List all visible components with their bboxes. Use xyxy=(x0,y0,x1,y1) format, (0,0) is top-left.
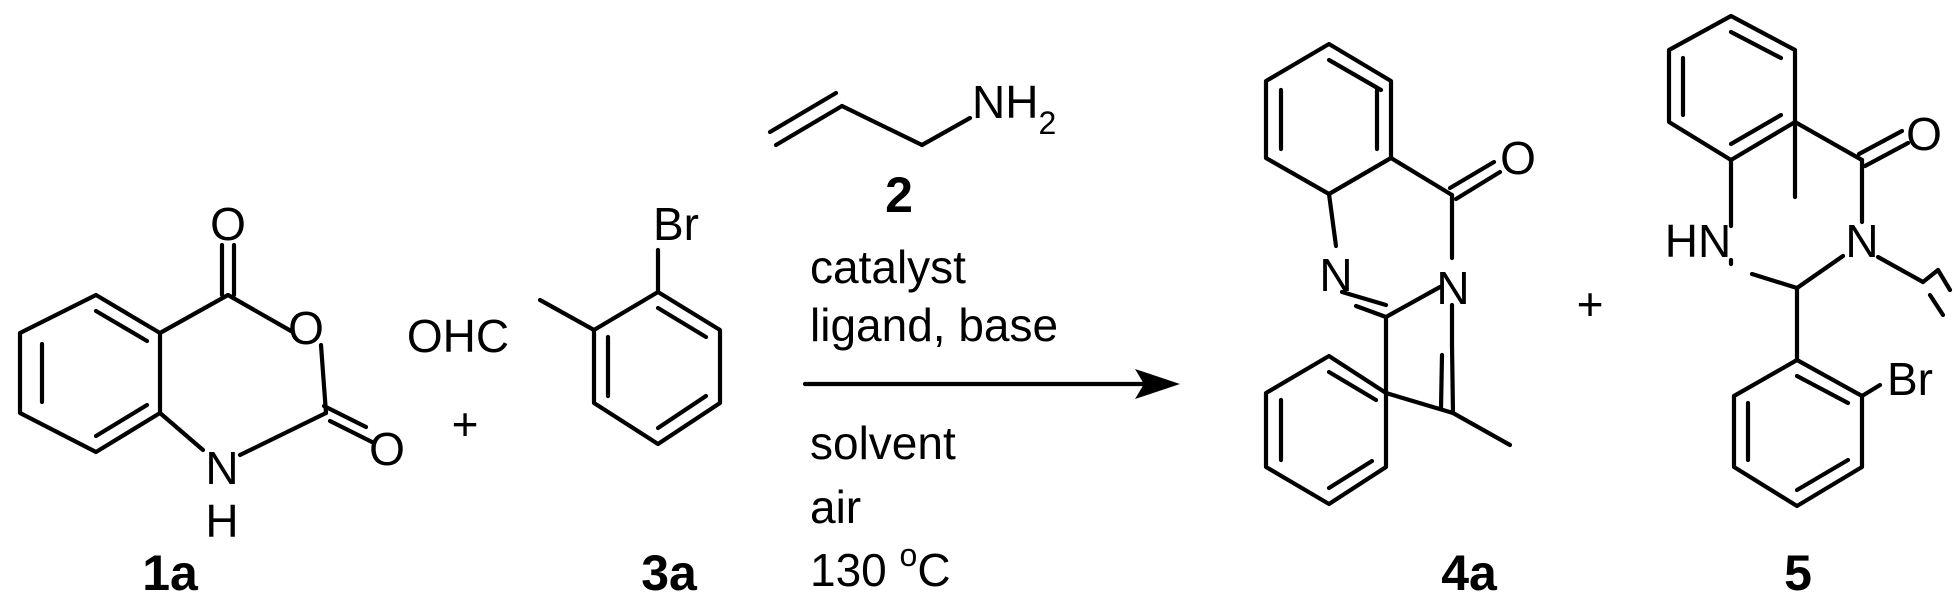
amine-group: HN xyxy=(1665,215,1731,267)
bond xyxy=(1450,410,1513,448)
bond xyxy=(919,115,973,148)
bond xyxy=(655,393,709,431)
bond xyxy=(1449,342,1456,416)
atom-oxygen: O xyxy=(288,302,324,354)
bond xyxy=(1447,159,1497,191)
compound-label: 5 xyxy=(1784,545,1812,601)
bond xyxy=(767,90,839,135)
bond xyxy=(318,342,329,416)
bond xyxy=(327,418,375,445)
atom-nitrogen: N xyxy=(1436,262,1469,314)
bond xyxy=(1862,140,1911,169)
compound-label: 3a xyxy=(641,545,698,601)
bond xyxy=(237,410,329,458)
bond xyxy=(1856,128,1905,157)
atom-nitrogen: N xyxy=(205,442,238,494)
compound-label: 2 xyxy=(885,167,913,223)
bond xyxy=(839,103,925,148)
condition-air: air xyxy=(810,481,861,533)
bond xyxy=(1875,254,1926,285)
amine-group: NH2 xyxy=(972,76,1056,141)
compound-3a: OHC Br 3a xyxy=(407,198,723,601)
compound-1a: O O O N H 1a xyxy=(17,198,405,601)
compound-label: 1a xyxy=(142,545,199,601)
compound-5: HN N O Br 5 xyxy=(1665,13,1953,601)
bond xyxy=(1792,119,1865,163)
plus-sign: + xyxy=(1577,278,1604,330)
bond xyxy=(1794,457,1851,493)
bond xyxy=(1794,253,1846,291)
bond xyxy=(1794,373,1851,406)
bond xyxy=(1935,267,1953,293)
atom-nitrogen: N xyxy=(1845,215,1878,267)
reaction-conditions: catalyst ligand, base solvent air 130 oC xyxy=(802,241,1180,596)
atom-oxygen: O xyxy=(1906,108,1942,160)
compound-2: NH2 2 xyxy=(767,76,1056,223)
bond xyxy=(1263,41,1394,197)
bond xyxy=(1731,357,1865,509)
bond xyxy=(1326,57,1384,93)
atom-oxygen: O xyxy=(210,198,246,250)
bond xyxy=(773,103,845,148)
compound-4a: N N O 4a xyxy=(1263,41,1536,601)
atom-oxygen: O xyxy=(369,423,405,475)
bond xyxy=(1383,284,1443,320)
condition-ligand-base: ligand, base xyxy=(810,299,1058,351)
bond xyxy=(1453,169,1503,202)
plus-sign: + xyxy=(452,398,479,450)
bond xyxy=(537,297,597,333)
bond xyxy=(1666,13,1798,163)
bond xyxy=(1438,352,1445,411)
atom-hydrogen: H xyxy=(205,495,238,547)
condition-temperature: 130 oC xyxy=(810,537,951,596)
bond xyxy=(1920,267,1941,285)
atom-oxygen: O xyxy=(1500,132,1536,184)
bond xyxy=(321,403,369,430)
bond xyxy=(591,289,723,447)
bond xyxy=(93,308,150,344)
bond xyxy=(1927,292,1946,318)
bond xyxy=(1859,382,1883,399)
bond xyxy=(1728,29,1784,61)
bond xyxy=(1326,369,1379,403)
bond xyxy=(1326,458,1375,491)
atom-nitrogen: N xyxy=(1319,249,1352,301)
bond xyxy=(1326,191,1339,249)
atom-bromine: Br xyxy=(653,198,699,250)
bond xyxy=(655,305,709,340)
bond xyxy=(1388,155,1455,198)
bond xyxy=(1353,303,1389,320)
bond xyxy=(1749,271,1800,291)
condition-catalyst: catalyst xyxy=(810,241,966,293)
bond xyxy=(157,292,231,336)
compound-label: 4a xyxy=(1441,545,1498,601)
condition-solvent: solvent xyxy=(810,417,956,469)
bond xyxy=(1263,353,1389,507)
bond xyxy=(157,410,206,453)
bond xyxy=(93,402,150,439)
bond xyxy=(225,292,294,334)
atom-bromine: Br xyxy=(1887,353,1933,405)
aldehyde-group: OHC xyxy=(407,310,509,362)
bond xyxy=(1339,289,1389,308)
bond xyxy=(1383,390,1456,416)
bond xyxy=(1728,112,1784,147)
reaction-arrow-head xyxy=(1135,369,1180,399)
